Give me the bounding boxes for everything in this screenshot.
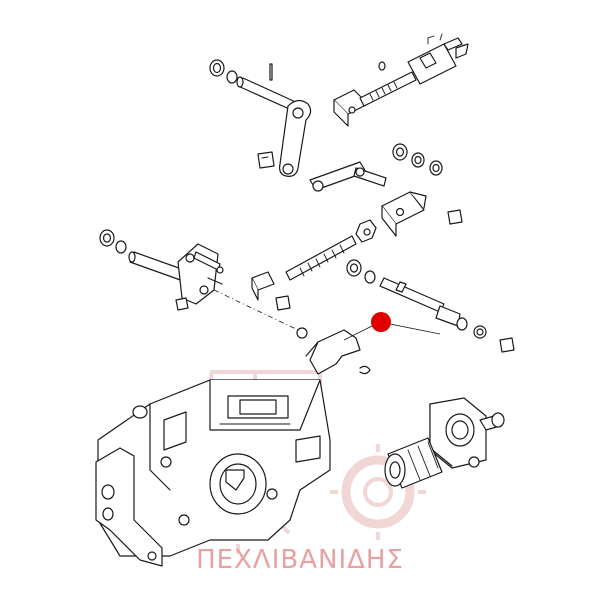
middle-lever-link bbox=[309, 161, 387, 192]
right-shaft-assembly bbox=[346, 259, 515, 353]
alignment-line bbox=[213, 289, 299, 331]
cam-plate bbox=[296, 327, 371, 375]
callout-marker[interactable] bbox=[371, 312, 391, 332]
main-housing bbox=[95, 379, 331, 567]
valve-assembly bbox=[384, 397, 505, 489]
fork-block bbox=[381, 191, 463, 237]
turnbuckle-assembly bbox=[333, 33, 469, 127]
watermark-text: ΠΕΧΛΙΒΑΝΙΔΗΣ bbox=[196, 545, 404, 575]
gear-watermark-icon bbox=[330, 444, 426, 540]
left-shaft-assembly bbox=[99, 229, 291, 311]
middle-washer-set bbox=[392, 143, 443, 176]
threaded-stud bbox=[285, 219, 377, 281]
upper-rod-assembly bbox=[209, 59, 312, 177]
callout-leader bbox=[343, 321, 441, 341]
